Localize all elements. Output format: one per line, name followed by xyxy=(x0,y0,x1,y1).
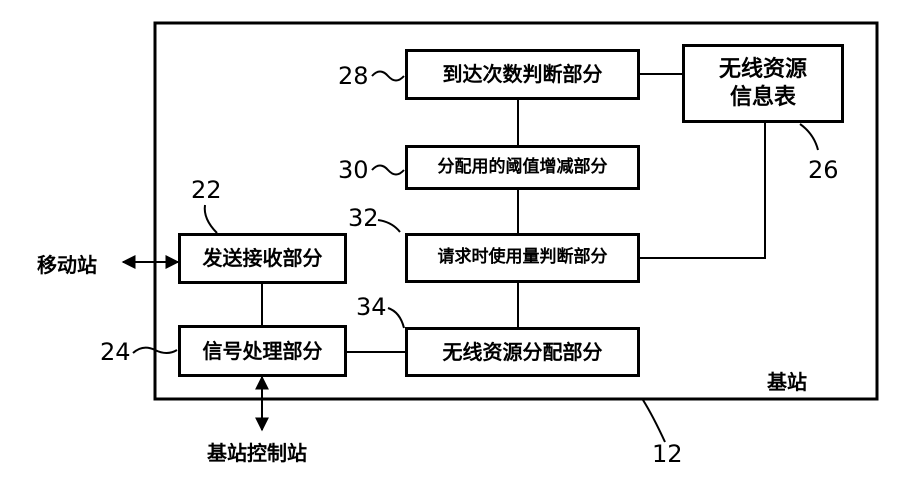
send-receive-box: 发送接收部分 xyxy=(178,233,347,284)
leader-32 xyxy=(377,219,401,233)
base-station-frame xyxy=(153,21,879,401)
ref-12: 12 xyxy=(652,440,683,468)
leader-28 xyxy=(371,70,405,82)
radio-resource-info-table-box: 无线资源 信息表 xyxy=(682,44,844,123)
radio-resource-allocation-box: 无线资源分配部分 xyxy=(405,327,640,377)
threshold-adjust-box: 分配用的阈值增减部分 xyxy=(405,145,640,190)
mobile-station-label: 移动站 xyxy=(37,253,97,277)
ref-22: 22 xyxy=(191,176,222,204)
leader-30 xyxy=(371,164,405,176)
ref-34: 34 xyxy=(356,293,387,321)
base-station-label: 基站 xyxy=(767,370,807,394)
base-station-controller-label: 基站控制站 xyxy=(207,441,307,465)
usage-judge-box: 请求时使用量判断部分 xyxy=(405,233,640,283)
arrival-count-judge-box: 到达次数判断部分 xyxy=(405,49,640,100)
leader-34 xyxy=(387,307,405,329)
line-radio-info-to-usage xyxy=(640,123,766,259)
leader-22 xyxy=(203,204,218,234)
ref-24: 24 xyxy=(100,338,131,366)
signal-processing-box: 信号处理部分 xyxy=(178,325,347,377)
leader-24 xyxy=(132,346,178,354)
ref-26: 26 xyxy=(808,156,839,184)
leader-26 xyxy=(799,123,819,151)
ref-28: 28 xyxy=(338,62,369,90)
ref-30: 30 xyxy=(338,156,369,184)
leader-12 xyxy=(642,399,666,443)
ref-32: 32 xyxy=(348,204,379,232)
